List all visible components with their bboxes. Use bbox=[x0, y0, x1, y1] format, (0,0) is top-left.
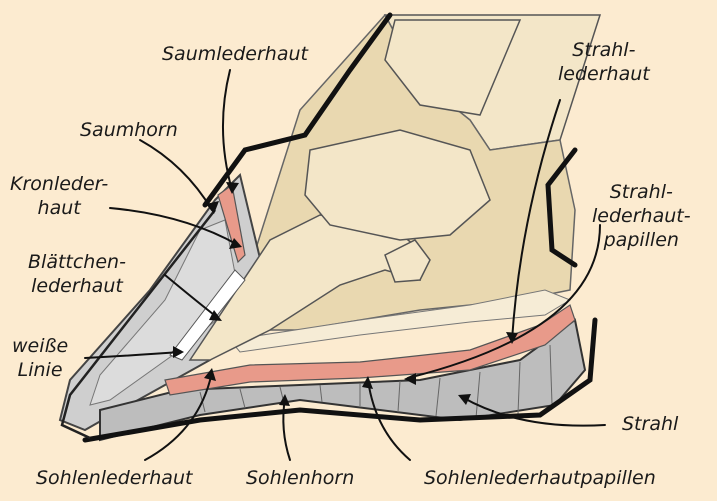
label-saumlederhaut: Saumlederhaut bbox=[162, 42, 308, 66]
label-sohlenhorn: Sohlenhorn bbox=[246, 466, 354, 490]
label-saumhorn: Saumhorn bbox=[80, 118, 178, 142]
label-blaettchenlederhaut: Blättchen- lederhaut bbox=[28, 250, 126, 298]
arrow-saumhorn bbox=[140, 140, 212, 210]
arrow-sohlenhorn bbox=[283, 398, 290, 460]
label-strahllederhaut: Strahl- lederhaut bbox=[558, 38, 650, 86]
label-sohlenlederhautpapillen: Sohlenlederhautpapillen bbox=[424, 466, 656, 490]
label-sohlenlederhaut: Sohlenlederhaut bbox=[36, 466, 192, 490]
label-weisse-linie: weiße Linie bbox=[12, 334, 68, 382]
label-strahllederhautpapillen: Strahl- lederhaut- papillen bbox=[592, 180, 691, 252]
label-strahl: Strahl bbox=[622, 412, 678, 436]
label-kronlederhaut: Kronleder- haut bbox=[10, 172, 108, 220]
